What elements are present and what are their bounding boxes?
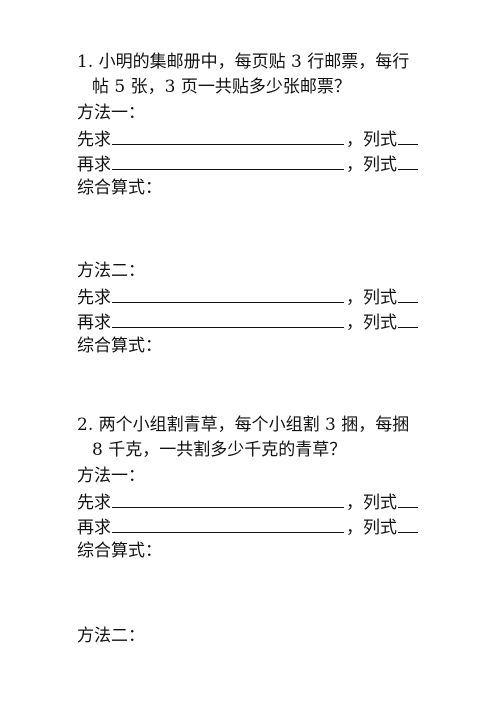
q2-method-1-step-1: 先求 ，列式 (77, 489, 434, 515)
step-label: 再求 (77, 155, 111, 175)
question-2-line-2: 8 千克，一共割多少千克的青草？ (92, 440, 347, 460)
q1-method-1-step-2: 再求 ，列式 (77, 151, 434, 177)
formula-blank[interactable] (398, 284, 418, 303)
q2-method-1-combined: 综合算式： (77, 541, 162, 561)
q2-method-1-step-2: 再求 ，列式 (77, 514, 434, 540)
q1-method-1-step-1: 先求 ，列式 (77, 126, 434, 152)
step-label: 先求 (77, 288, 111, 308)
answer-blank[interactable] (112, 309, 344, 328)
q1-method-1-title: 方法一： (77, 103, 145, 123)
formula-label: ，列式 (346, 518, 397, 538)
formula-label: ，列式 (346, 130, 397, 150)
q1-method-1-combined: 综合算式： (77, 178, 162, 198)
q1-method-2-title: 方法二： (77, 261, 145, 281)
formula-label: ，列式 (346, 493, 397, 513)
q2-method-1-title: 方法一： (77, 466, 145, 486)
formula-blank[interactable] (398, 489, 418, 508)
formula-label: ，列式 (346, 288, 397, 308)
q2-method-2-title: 方法二： (77, 626, 145, 646)
step-label: 再求 (77, 518, 111, 538)
question-2-line-1: 2. 两个小组割青草，每个小组割 3 捆，每捆 (77, 415, 410, 435)
question-1-line-2: 帖 5 张，3 页一共贴多少张邮票？ (92, 77, 351, 97)
step-label: 先求 (77, 493, 111, 513)
q1-method-2-step-2: 再求 ，列式 (77, 309, 434, 335)
formula-blank[interactable] (398, 126, 418, 145)
formula-blank[interactable] (398, 514, 418, 533)
formula-blank[interactable] (398, 309, 418, 328)
step-label: 先求 (77, 130, 111, 150)
answer-blank[interactable] (112, 514, 344, 533)
q1-method-2-step-1: 先求 ，列式 (77, 284, 434, 310)
step-label: 再求 (77, 313, 111, 333)
answer-blank[interactable] (112, 284, 344, 303)
formula-label: ，列式 (346, 313, 397, 333)
formula-label: ，列式 (346, 155, 397, 175)
answer-blank[interactable] (112, 126, 344, 145)
q1-method-2-combined: 综合算式： (77, 336, 162, 356)
question-1-line-1: 1. 小明的集邮册中，每页贴 3 行邮票，每行 (77, 52, 410, 72)
formula-blank[interactable] (398, 151, 418, 170)
answer-blank[interactable] (112, 151, 344, 170)
answer-blank[interactable] (112, 489, 344, 508)
